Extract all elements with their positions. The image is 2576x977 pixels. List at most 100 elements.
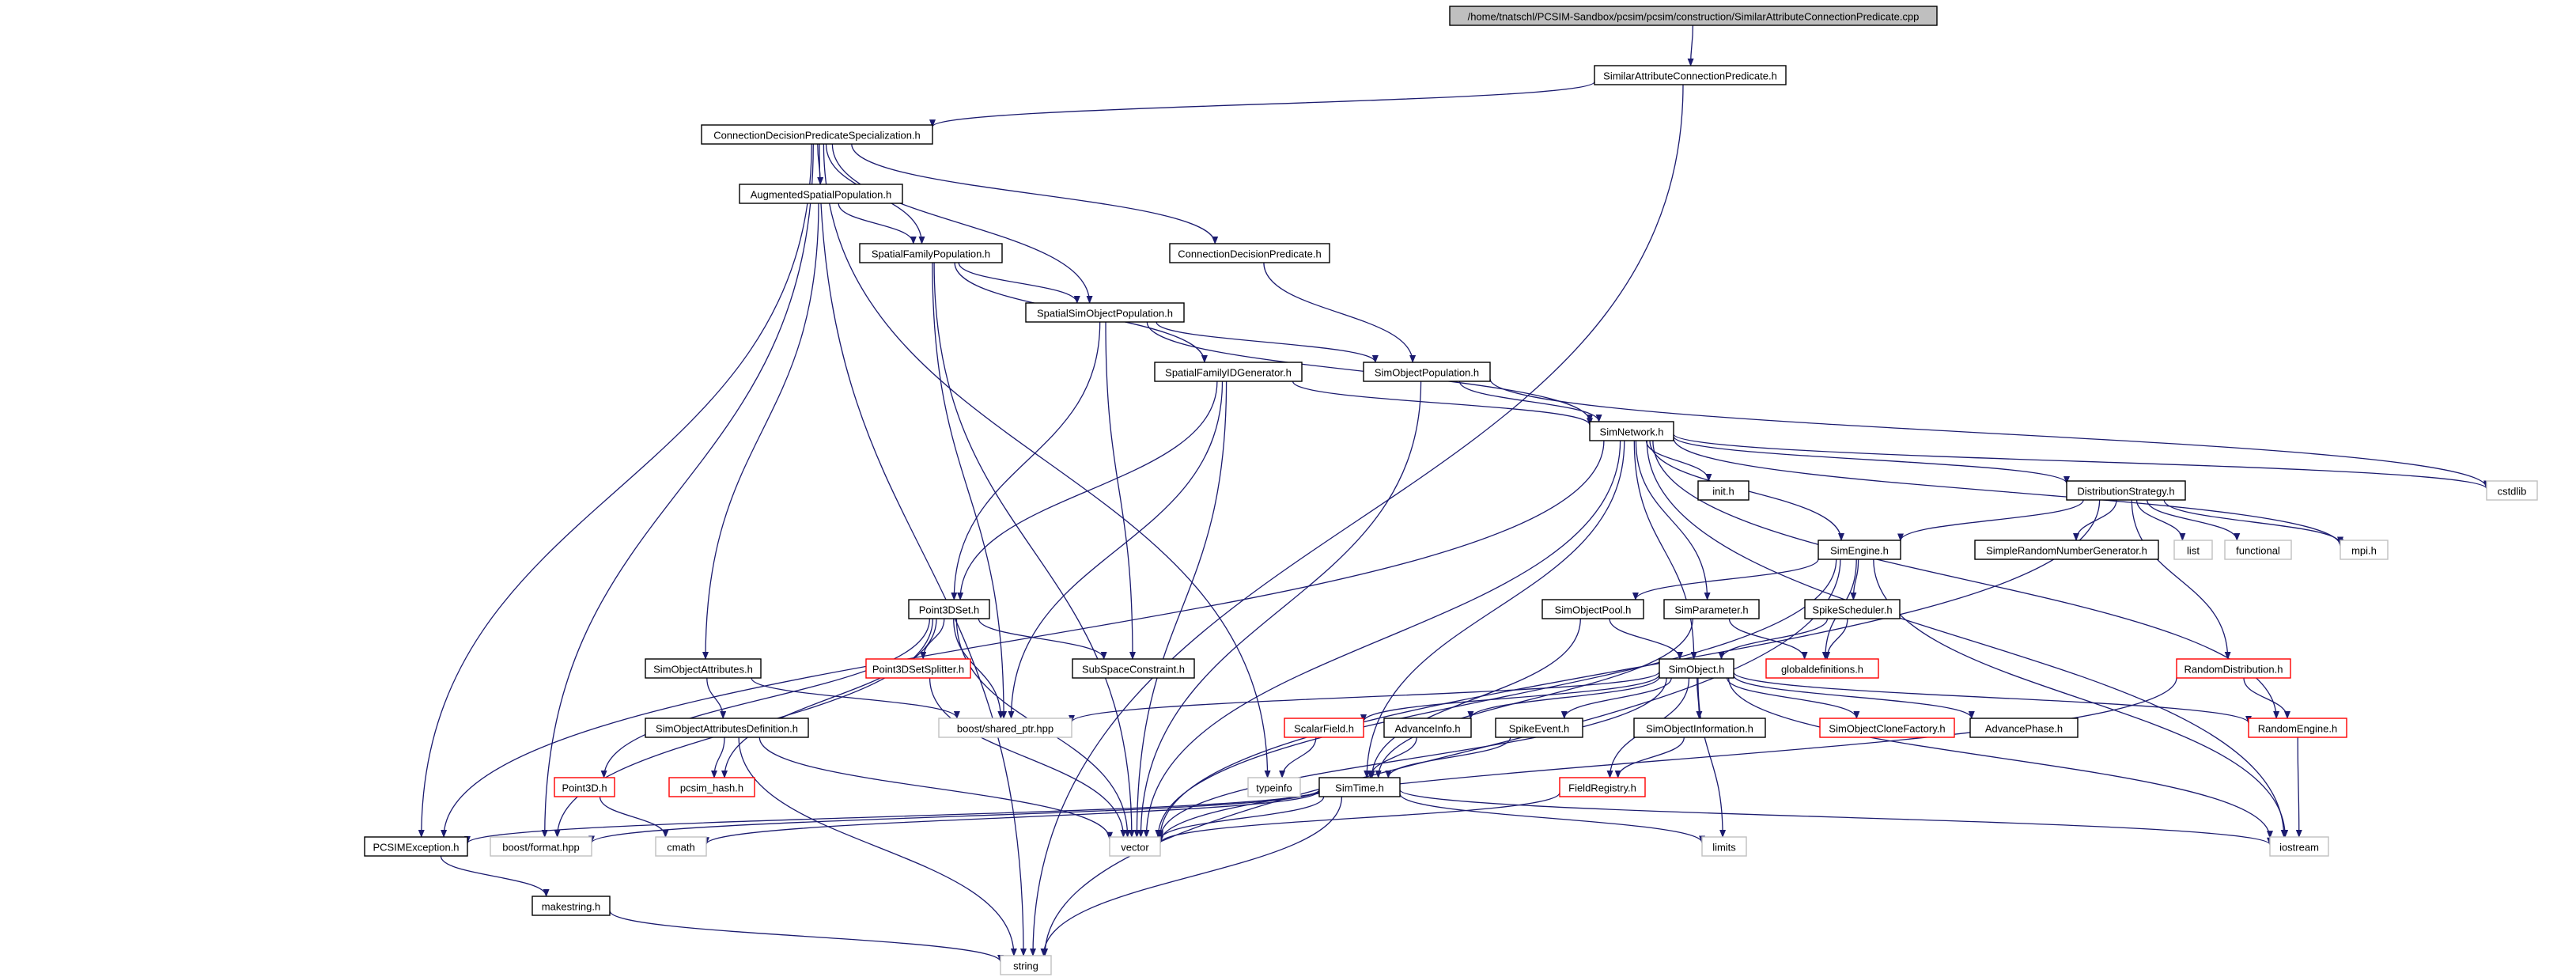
node-sf[interactable]: ScalarField.h xyxy=(1284,718,1364,738)
node-p3ds[interactable]: Point3DSet.h xyxy=(908,599,990,619)
node-functional[interactable]: functional xyxy=(2224,540,2292,560)
include-edge-sop-to-vector xyxy=(1137,381,1422,838)
node-limits[interactable]: limits xyxy=(1701,836,1747,857)
node-iostream[interactable]: iostream xyxy=(2269,836,2329,857)
include-edge-ds-to-mpi xyxy=(2163,499,2343,545)
node-list[interactable]: list xyxy=(2173,540,2213,560)
include-edge-st-to-bf xyxy=(588,790,1320,844)
node-se[interactable]: SimEngine.h xyxy=(1818,540,1901,560)
node-sacp[interactable]: SimilarAttributeConnectionPredicate.h xyxy=(1594,65,1787,85)
node-label: AdvanceInfo.h xyxy=(1394,723,1460,735)
node-rd[interactable]: RandomDistribution.h xyxy=(2176,658,2291,679)
include-edge-so-to-soi xyxy=(1696,677,1703,719)
node-soad[interactable]: SimObjectAttributesDefinition.h xyxy=(645,718,809,738)
node-fr[interactable]: FieldRegistry.h xyxy=(1559,777,1646,797)
node-cdps[interactable]: ConnectionDecisionPredicateSpecializatio… xyxy=(701,124,933,145)
include-edge-cdps-to-typeinfo xyxy=(823,143,1271,778)
include-edge-re-to-iostream xyxy=(2295,737,2302,838)
include-edge-sfp-to-vector xyxy=(933,262,1135,838)
node-mpi[interactable]: mpi.h xyxy=(2340,540,2389,560)
include-edge-sfig-to-vector xyxy=(1133,381,1227,838)
include-edge-so-to-bsp xyxy=(1069,671,1660,723)
include-edge-so-to-iostream xyxy=(1727,677,2273,839)
node-pce[interactable]: PCSIMException.h xyxy=(364,836,468,857)
node-ap[interactable]: AdvancePhase.h xyxy=(1969,718,2079,738)
node-p3d[interactable]: Point3D.h xyxy=(554,777,615,797)
node-cmath[interactable]: cmath xyxy=(655,836,707,857)
node-sfp[interactable]: SpatialFamilyPopulation.h xyxy=(859,243,1003,263)
node-spe[interactable]: SpikeEvent.h xyxy=(1495,718,1583,738)
node-vector[interactable]: vector xyxy=(1109,836,1161,857)
include-edge-soi-to-fr xyxy=(1614,737,1685,778)
node-cdp[interactable]: ConnectionDecisionPredicate.h xyxy=(1169,243,1330,263)
include-edge-so-to-spe xyxy=(1560,677,1672,719)
include-edge-st-to-string xyxy=(1040,796,1343,956)
node-box xyxy=(1109,836,1161,857)
node-sn[interactable]: SimNetwork.h xyxy=(1589,421,1674,441)
node-box xyxy=(701,124,933,145)
node-cstdlib[interactable]: cstdlib xyxy=(2486,480,2538,501)
node-label: string xyxy=(1013,960,1038,972)
include-edge-sfp-to-ssop xyxy=(958,262,1080,304)
node-label: RandomDistribution.h xyxy=(2184,664,2283,676)
node-soi[interactable]: SimObjectInformation.h xyxy=(1633,718,1766,738)
node-init[interactable]: init.h xyxy=(1697,480,1749,501)
include-edge-se-to-sopool xyxy=(1632,559,1819,600)
node-sopool[interactable]: SimObjectPool.h xyxy=(1541,599,1644,619)
node-ph[interactable]: pcsim_hash.h xyxy=(668,777,755,797)
node-string[interactable]: string xyxy=(1000,955,1052,975)
include-edge-sparam-to-st xyxy=(1375,618,1693,778)
include-edge-st-to-pce xyxy=(464,789,1320,844)
include-edge-rd-to-vector xyxy=(1157,677,2177,843)
node-box xyxy=(865,658,971,679)
node-label: SimParameter.h xyxy=(1674,604,1748,616)
node-socf[interactable]: SimObjectCloneFactory.h xyxy=(1819,718,1955,738)
include-edge-ds-to-rd xyxy=(2131,499,2231,660)
include-edge-ds-to-list xyxy=(2135,499,2186,541)
node-box xyxy=(2269,836,2329,857)
node-ms[interactable]: makestring.h xyxy=(531,896,611,916)
node-st[interactable]: SimTime.h xyxy=(1318,777,1401,797)
include-edge-sfig-to-p3ds xyxy=(957,381,1218,600)
node-sfig[interactable]: SpatialFamilyIDGenerator.h xyxy=(1154,362,1303,382)
node-ss[interactable]: SpikeScheduler.h xyxy=(1804,599,1901,619)
node-ssop[interactable]: SpatialSimObjectPopulation.h xyxy=(1025,302,1185,323)
node-box xyxy=(1247,777,1301,797)
node-bsp[interactable]: boost/shared_ptr.hpp xyxy=(938,718,1072,738)
include-edge-sn-to-so xyxy=(1633,440,1697,660)
node-typeinfo[interactable]: typeinfo xyxy=(1247,777,1301,797)
node-box xyxy=(2176,658,2291,679)
include-edge-cdps-to-bf xyxy=(541,143,814,838)
node-ai[interactable]: AdvanceInfo.h xyxy=(1383,718,1472,738)
node-label: cmath xyxy=(667,842,694,854)
node-label: cstdlib xyxy=(2498,486,2527,498)
include-edge-so-to-re xyxy=(1733,672,2252,724)
node-label: SimObjectPopulation.h xyxy=(1375,367,1479,379)
node-label: SpatialFamilyIDGenerator.h xyxy=(1165,367,1292,379)
include-edge-so-to-limits xyxy=(1697,677,1727,838)
include-edge-sn-to-sparam xyxy=(1635,440,1711,600)
node-box xyxy=(1495,718,1583,738)
node-re[interactable]: RandomEngine.h xyxy=(2248,718,2347,738)
include-edge-p3ds-to-ph xyxy=(721,618,937,778)
node-label: RandomEngine.h xyxy=(2258,723,2337,735)
include-edge-ds-to-vector xyxy=(1157,499,2101,839)
node-ds[interactable]: DistributionStrategy.h xyxy=(2066,480,2186,501)
node-box xyxy=(2224,540,2292,560)
node-soa[interactable]: SimObjectAttributes.h xyxy=(645,658,762,679)
node-gd[interactable]: globaldefinitions.h xyxy=(1765,658,1879,679)
node-bf[interactable]: boost/format.hpp xyxy=(490,836,592,857)
node-sparam[interactable]: SimParameter.h xyxy=(1663,599,1760,619)
node-srng[interactable]: SimpleRandomNumberGenerator.h xyxy=(1974,540,2159,560)
node-label: SpikeScheduler.h xyxy=(1812,604,1892,616)
include-edge-sf-to-typeinfo xyxy=(1279,737,1317,778)
node-asp[interactable]: AugmentedSpatialPopulation.h xyxy=(739,184,903,204)
include-edge-se-to-string xyxy=(1042,559,1841,956)
node-root[interactable]: /home/tnatschl/PCSIM-Sandbox/pcsim/pcsim… xyxy=(1449,6,1938,26)
node-ssc[interactable]: SubSpaceConstraint.h xyxy=(1072,658,1195,679)
include-edge-sn-to-iostream xyxy=(1646,440,2287,838)
node-p3dss[interactable]: Point3DSetSplitter.h xyxy=(865,658,971,679)
node-sop[interactable]: SimObjectPopulation.h xyxy=(1363,362,1491,382)
node-so[interactable]: SimObject.h xyxy=(1659,658,1734,679)
node-box xyxy=(1697,480,1749,501)
